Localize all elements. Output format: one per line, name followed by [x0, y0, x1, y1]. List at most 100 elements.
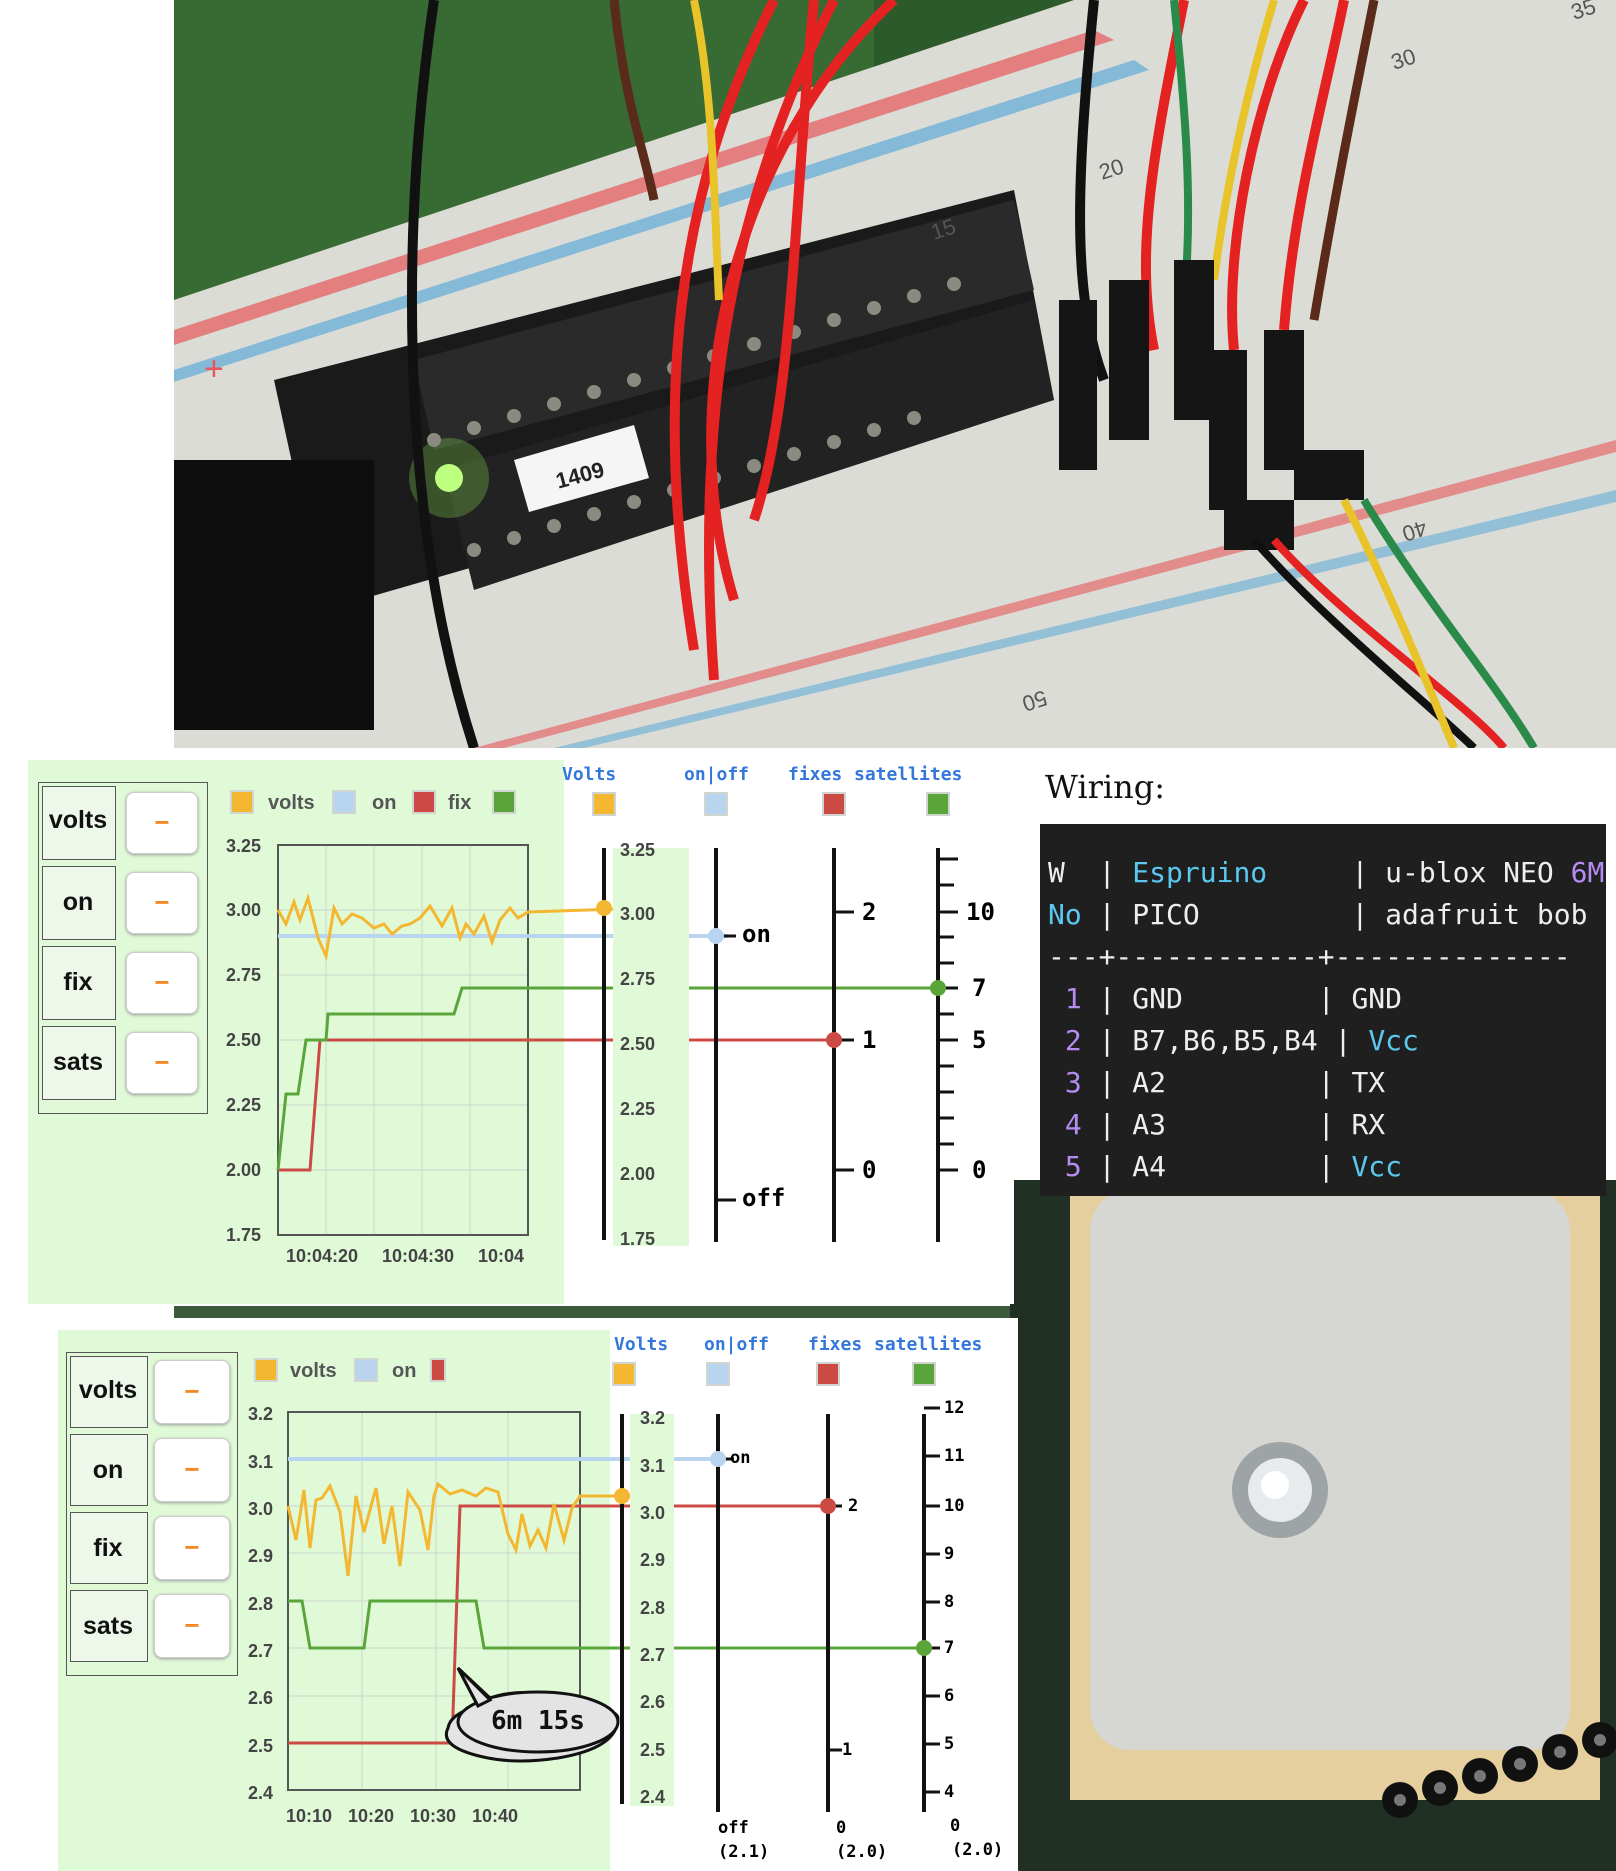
- legend-swatch-sats: [492, 790, 516, 814]
- y-tick: 3.2: [248, 1404, 274, 1424]
- volts-scale: 2.5: [640, 1740, 666, 1760]
- wiring-header-row-1: W | Espruino | u-blox NEO 6M: [1048, 856, 1605, 889]
- legend-label-volts: volts: [290, 1360, 337, 1382]
- fixes-label: 2: [862, 898, 877, 926]
- control-label-on: on: [92, 1456, 124, 1484]
- y-tick: 3.1: [248, 1452, 274, 1472]
- volts-scale: 2.8: [640, 1598, 666, 1618]
- graph-panel-2: volts − on − fix − sats − volts on 3.2 3…: [58, 1318, 1018, 1871]
- y-tick: 2.6: [248, 1688, 274, 1708]
- volts-scale: 1.75: [620, 1229, 656, 1249]
- x-tick: 10:04: [478, 1246, 525, 1266]
- sats-zero-sub: (2.0): [952, 1840, 1004, 1860]
- header-swatch-sats: [926, 792, 950, 816]
- onoff-off-label: off: [718, 1818, 749, 1838]
- header-swatch-fix: [822, 792, 846, 816]
- control-label-fix: fix: [63, 968, 93, 996]
- y-tick: 2.5: [248, 1736, 274, 1756]
- volts-minus-button[interactable]: −: [126, 792, 198, 854]
- panel2-graph: [286, 1406, 940, 1812]
- control-label-sats: sats: [52, 1048, 104, 1076]
- header-swatch-on: [706, 1362, 730, 1386]
- control-label-sats: sats: [82, 1612, 134, 1640]
- legend-label-on: on: [392, 1360, 417, 1382]
- sats-label: 12: [944, 1398, 965, 1418]
- wiring-title-box: [1040, 754, 1606, 816]
- control-label-volts: volts: [78, 1376, 138, 1404]
- volts-scale: 3.25: [620, 840, 656, 860]
- y-tick: 2.25: [226, 1095, 262, 1115]
- control-label-on: on: [62, 888, 94, 916]
- header-swatch-sats: [912, 1362, 936, 1386]
- fixes-label-2: 2: [848, 1496, 859, 1516]
- header-satellites: satellites: [874, 1334, 983, 1355]
- header-onoff: on|off: [684, 764, 750, 785]
- sats-label: 11: [944, 1446, 965, 1466]
- sats-label: 9: [944, 1544, 955, 1564]
- legend-swatch-on: [354, 1358, 378, 1382]
- on-minus-button[interactable]: −: [126, 872, 198, 934]
- header-onoff: on|off: [704, 1334, 770, 1355]
- volts-scale: 2.50: [620, 1034, 656, 1054]
- svg-text:+: +: [204, 350, 224, 388]
- onoff-on-label: on: [730, 1448, 751, 1468]
- y-tick: 2.9: [248, 1546, 274, 1566]
- onoff-off-label: off: [742, 1184, 786, 1212]
- volts-minus-button[interactable]: −: [154, 1360, 230, 1424]
- header-fixes: fixes: [788, 764, 843, 785]
- sats-minus-button[interactable]: −: [154, 1594, 230, 1658]
- volts-scale: 2.25: [620, 1099, 656, 1119]
- volts-scale: 3.1: [640, 1456, 666, 1476]
- volts-scale: 2.00: [620, 1164, 656, 1184]
- y-tick: 3.0: [248, 1499, 274, 1519]
- fixes-label-1: 1: [842, 1740, 853, 1760]
- wiring-row: 5 | A4 | Vcc: [1064, 1150, 1403, 1183]
- wiring-row: 2 | B7,B6,B5,B4 | Vcc: [1064, 1024, 1419, 1057]
- graph-panel-1: volts − on − fix − sats − volts on fix 3…: [28, 748, 1014, 1304]
- sats-label: 6: [944, 1686, 955, 1706]
- wiring-row: 4 | A3 | RX: [1064, 1108, 1386, 1141]
- header-swatch-volts: [592, 792, 616, 816]
- y-tick: 2.7: [248, 1641, 274, 1661]
- fixes-label-0-sub: (2.0): [836, 1842, 888, 1862]
- header-swatch-on: [704, 792, 728, 816]
- on-minus-button[interactable]: −: [154, 1438, 230, 1502]
- sats-label: 4: [944, 1782, 955, 1802]
- fix-minus-button[interactable]: −: [154, 1516, 230, 1580]
- legend-swatch-fix: [412, 790, 436, 814]
- volts-scale: 2.9: [640, 1550, 666, 1570]
- y-tick: 2.4: [248, 1783, 274, 1803]
- y-tick: 2.75: [226, 965, 262, 985]
- gps-antenna-photo: [1010, 1180, 1616, 1871]
- panel2-controls: [66, 1352, 238, 1676]
- sats-label: 8: [944, 1592, 955, 1612]
- volts-scale: 3.00: [620, 904, 656, 924]
- legend-swatch-on: [332, 790, 356, 814]
- header-volts: Volts: [562, 764, 617, 785]
- wiring-title: Wiring:: [1045, 768, 1165, 806]
- volts-scale: 2.7: [640, 1645, 666, 1665]
- legend-label-volts: volts: [268, 792, 315, 814]
- wiring-terminal: [1040, 824, 1606, 1196]
- header-volts: Volts: [614, 1334, 669, 1355]
- duration-callout: 6m 15s: [491, 1706, 585, 1736]
- wiring-row: 3 | A2 | TX: [1064, 1066, 1386, 1099]
- panel1-background: [28, 760, 564, 1304]
- sats-label: 7: [972, 974, 987, 1002]
- sats-label: 5: [944, 1734, 955, 1754]
- x-tick: 10:20: [348, 1806, 395, 1826]
- wiring-header-row-2: No | PICO | adafruit bob: [1048, 898, 1588, 931]
- x-tick: 10:10: [286, 1806, 333, 1826]
- fixes-label: 0: [862, 1156, 877, 1184]
- sats-label: 10: [944, 1496, 965, 1516]
- sats-label: 0: [972, 1156, 987, 1184]
- control-label-volts: volts: [48, 806, 108, 834]
- legend-label-fix: fix: [448, 792, 472, 814]
- x-tick: 10:40: [472, 1806, 519, 1826]
- y-tick: 2.8: [248, 1594, 274, 1614]
- fix-minus-button[interactable]: −: [126, 952, 198, 1014]
- sats-minus-button[interactable]: −: [126, 1032, 198, 1094]
- volts-scale: 2.4: [640, 1787, 666, 1807]
- y-tick: 1.75: [226, 1225, 262, 1245]
- y-tick: 3.25: [226, 836, 262, 856]
